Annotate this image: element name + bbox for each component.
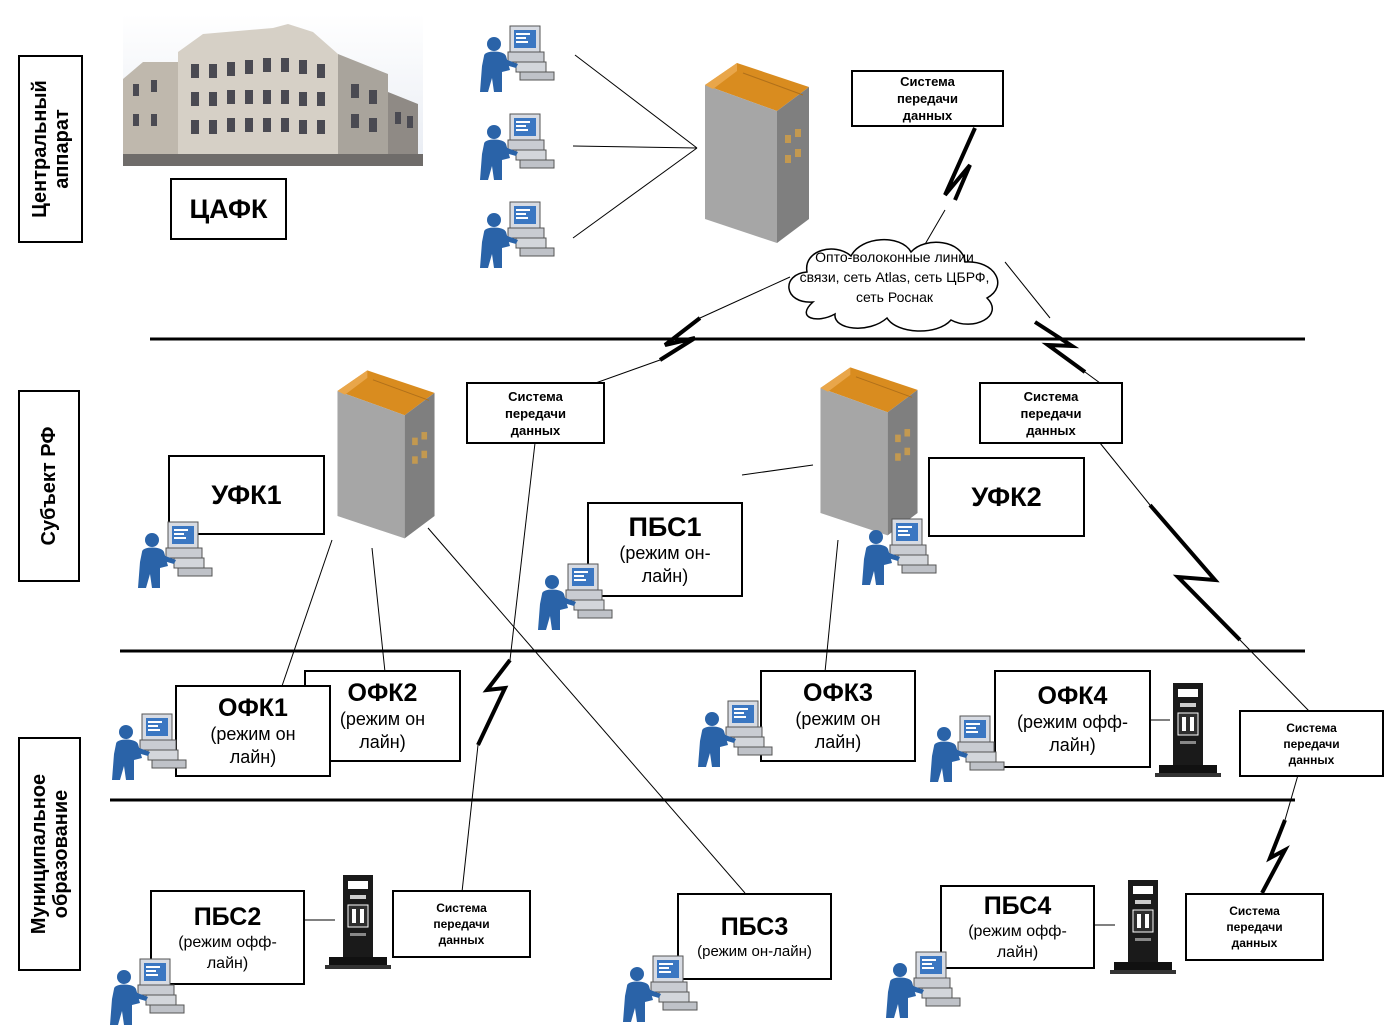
network-cloud-text: Опто-волоконные линии связи, сеть Atlas,…: [799, 249, 990, 305]
node-pbs4-mode: (режим офф-лайн): [968, 923, 1067, 961]
transmission-label: Система передачи данных: [433, 901, 490, 947]
building-image: [123, 14, 423, 166]
user-workstation-icon: [112, 713, 187, 781]
level-municipal-label: Муниципальное образование: [18, 737, 81, 971]
terminal-tower-icon: [1155, 683, 1221, 778]
user-workstation-icon: [138, 521, 213, 589]
user-workstation-icon: [886, 951, 961, 1019]
user-workstation-icon: [698, 700, 773, 768]
link-ufk1-ofk2: [371, 547, 386, 673]
transmission-box-top: Система передачи данных: [851, 70, 1004, 127]
node-pbs4-title: ПБС4: [983, 892, 1052, 920]
link-right-to-box2: [1239, 639, 1311, 713]
user-workstation-icon: [480, 113, 555, 181]
link-ws3-server: [572, 147, 698, 239]
link-br-1: [1284, 774, 1299, 821]
node-ofk1-title: ОФК1: [218, 694, 288, 722]
node-pbs1: ПБС1 (режим он-лайн): [587, 502, 743, 597]
node-ufk2-title: УФК2: [971, 482, 1042, 512]
link-cloud-left: [699, 276, 791, 319]
transmission-box-right: Система передачи данных: [979, 382, 1123, 444]
level-central-text: Центральный аппарат: [28, 80, 73, 218]
node-ufk1-title: УФК1: [211, 480, 282, 510]
node-ofk3: ОФК3 (режим он лайн): [760, 670, 916, 762]
lightning-mid: [476, 658, 512, 746]
user-workstation-icon: [480, 25, 555, 93]
level-subject-label: Субъект РФ: [18, 390, 80, 582]
link-ufk1-ofk1: [281, 539, 333, 687]
node-pbs3-mode: (режим он-лайн): [697, 942, 812, 960]
lightning-right: [1033, 320, 1087, 374]
server-icon: [704, 62, 810, 244]
level-subject-text: Субъект РФ: [38, 426, 60, 546]
node-pbs1-mode: (режим он-лайн): [619, 542, 711, 586]
node-pbs1-title: ПБС1: [628, 511, 702, 542]
transmission-label: Система передачи данных: [1226, 904, 1283, 950]
lightning-right-mid: [1148, 503, 1242, 642]
level-municipal-text: Муниципальное образование: [27, 773, 72, 935]
node-ofk3-title: ОФК3: [803, 679, 873, 707]
user-workstation-icon: [930, 715, 1005, 783]
node-pbs3-title: ПБС3: [720, 912, 789, 941]
node-pbs3: ПБС3 (режим он-лайн): [677, 893, 832, 980]
user-workstation-icon: [480, 201, 555, 269]
link-ufk1-pbs3: [427, 527, 746, 894]
link-ws2-server: [572, 145, 698, 149]
transmission-box-mid-right: Система передачи данных: [1239, 710, 1384, 777]
link-left-to-box: [589, 359, 661, 386]
node-ofk2-title: ОФК2: [347, 679, 418, 707]
server-icon: [337, 369, 435, 539]
transmission-box-left: Система передачи данных: [466, 382, 605, 444]
node-ofk2-mode: (режим он лайн): [339, 709, 426, 752]
lightning-top: [943, 127, 977, 201]
node-pbs2-mode: (режим офф-лайн): [178, 933, 277, 972]
link-mid-1: [509, 442, 536, 661]
transmission-label: Система передачи данных: [1283, 720, 1340, 767]
link-ufk2-pbs1: [741, 464, 814, 476]
transmission-label: Система передачи данных: [505, 388, 566, 438]
transmission-box-bottom-left: Система передачи данных: [392, 890, 531, 958]
node-ufk2: УФК2: [928, 457, 1085, 537]
link-right-to-box: [1084, 371, 1101, 384]
node-ofk1: ОФК1 (режим он лайн): [175, 685, 331, 777]
terminal-tower-icon: [325, 875, 391, 970]
node-cafk-title: ЦАФК: [189, 194, 268, 224]
user-workstation-icon: [110, 958, 185, 1026]
node-ofk1-mode: (режим он лайн): [210, 724, 296, 767]
link-right-down: [1099, 442, 1151, 506]
node-ofk4-title: ОФК4: [1037, 682, 1108, 710]
node-ofk4: ОФК4 (режим офф-лайн): [994, 670, 1151, 768]
link-cloud-right: [1004, 261, 1051, 319]
node-pbs2-title: ПБС2: [193, 902, 262, 931]
transmission-label: Система передачи данных: [897, 74, 958, 123]
lightning-br: [1260, 819, 1290, 894]
lightning-left: [658, 316, 702, 362]
link-ufk2-ofk3: [824, 539, 839, 673]
level-central-label: Центральный аппарат: [18, 55, 83, 243]
transmission-label: Система передачи данных: [1020, 388, 1082, 438]
node-cafk: ЦАФК: [170, 178, 287, 240]
node-ofk3-mode: (режим он лайн): [795, 709, 881, 752]
user-workstation-icon: [538, 563, 613, 631]
terminal-tower-icon: [1110, 880, 1176, 975]
transmission-box-bottom-right: Система передачи данных: [1185, 893, 1324, 961]
link-ws1-server: [574, 54, 698, 149]
node-ofk4-mode: (режим офф-лайн): [1017, 712, 1128, 755]
user-workstation-icon: [623, 955, 698, 1023]
node-pbs2: ПБС2 (режим офф-лайн): [150, 890, 305, 985]
link-mid-2: [461, 744, 479, 893]
node-pbs4: ПБС4 (режим офф-лайн): [940, 885, 1095, 969]
user-workstation-icon: [862, 518, 937, 586]
network-cloud-icon: [788, 239, 999, 332]
